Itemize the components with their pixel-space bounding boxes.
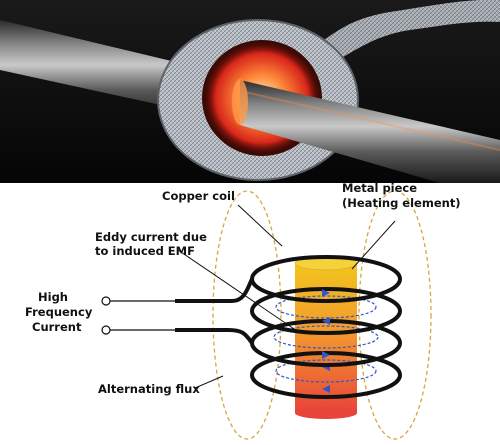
eddy-ring-3 (275, 359, 377, 383)
eddy-ring-1 (275, 295, 377, 319)
leader-lines (177, 204, 396, 389)
induction-heating-photo (0, 0, 500, 183)
flux-loop-left (212, 190, 282, 440)
label-heating-element: (Heating element) (342, 196, 461, 210)
label-alternating-flux: Alternating flux (98, 382, 200, 396)
copper-coil (250, 278, 402, 399)
terminal-wires (110, 300, 175, 331)
label-copper-coil: Copper coil (162, 189, 235, 203)
eddy-arrow-3 (322, 351, 330, 359)
label-current: Current (32, 320, 82, 334)
eddy-currents (273, 295, 379, 383)
label-eddy-current-1: Eddy current due (95, 230, 207, 244)
label-high: High (38, 290, 68, 304)
induction-heating-diagram: Copper coil Metal piece (Heating element… (25, 183, 461, 440)
label-frequency: Frequency (25, 305, 93, 319)
terminal-bottom (101, 325, 111, 335)
eddy-arrow-1 (322, 289, 330, 297)
label-eddy-current-2: to induced EMF (95, 244, 195, 258)
label-metal-piece: Metal piece (342, 183, 417, 195)
terminal-top (101, 296, 111, 306)
eddy-arrow-2 (322, 317, 330, 325)
alternating-flux-loops (212, 190, 432, 440)
eddy-arrow-5 (322, 385, 330, 393)
eddy-ring-2 (273, 325, 379, 349)
flux-loop-right (358, 190, 432, 440)
